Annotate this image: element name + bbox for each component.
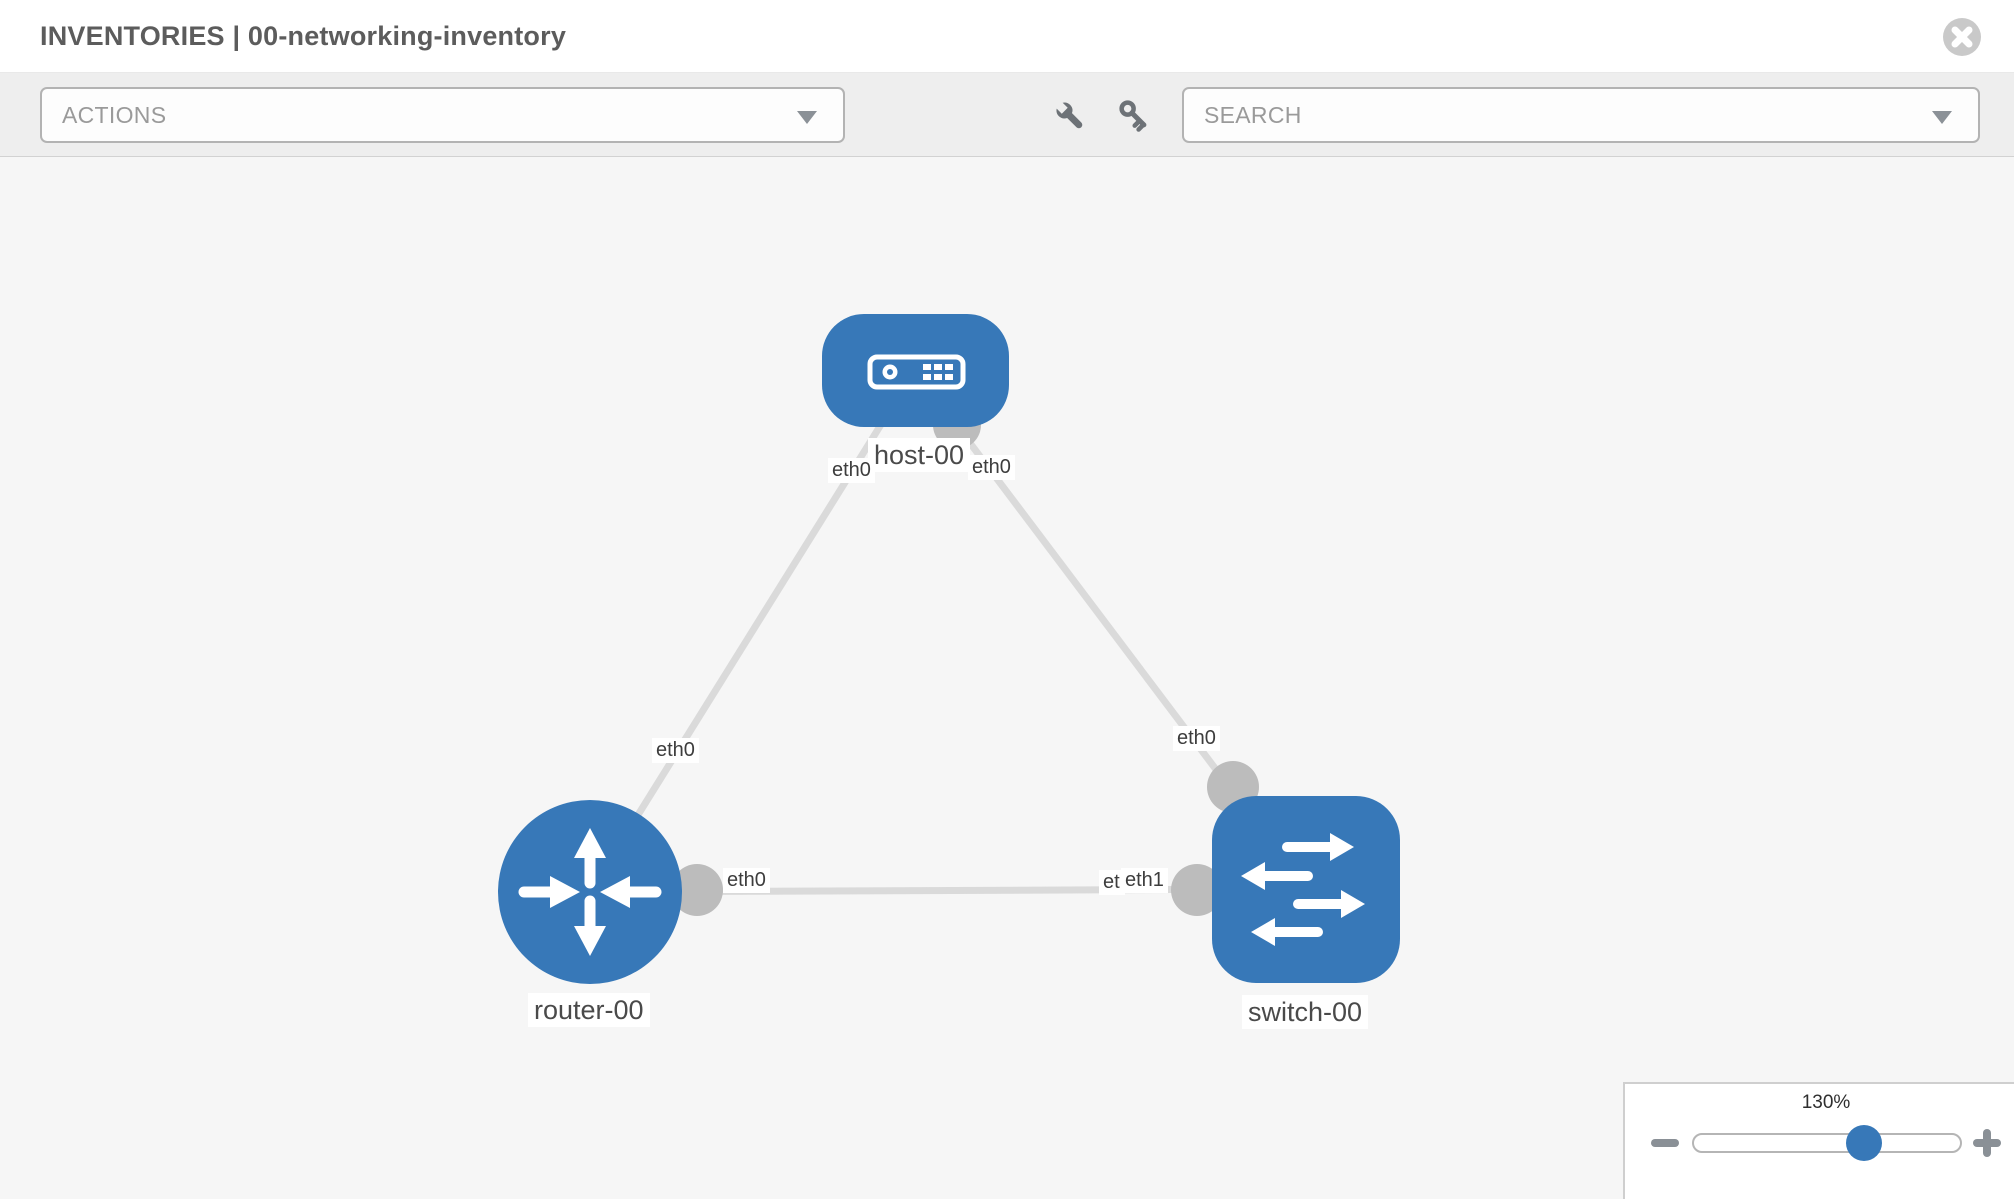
interface-switch-eth1[interactable] xyxy=(1171,864,1223,916)
node-label-switch-00: switch-00 xyxy=(1242,995,1369,1029)
configure-button[interactable] xyxy=(1047,93,1091,137)
page-title: INVENTORIES | 00-networking-inventory xyxy=(40,21,567,51)
close-icon xyxy=(1943,18,1981,56)
wrench-icon xyxy=(1056,102,1083,129)
zoom-control-panel: 130% xyxy=(1623,1082,2014,1199)
title-bar: INVENTORIES | 00-networking-inventory xyxy=(0,0,2014,73)
port-label-router-eth0-to-host: eth0 xyxy=(652,738,699,763)
caret-down-icon xyxy=(1932,111,1952,124)
credentials-button[interactable] xyxy=(1112,93,1156,137)
port-label-host-eth0-to-router: eth0 xyxy=(828,458,875,483)
topology-canvas[interactable]: host-00 router-00 switch-00 eth0 eth0 et… xyxy=(0,157,2014,1199)
node-switch-00[interactable] xyxy=(1212,796,1400,983)
close-button[interactable] xyxy=(1942,17,1982,57)
link-host-router[interactable] xyxy=(587,368,918,894)
port-label-host-eth0-to-switch: eth0 xyxy=(968,455,1015,480)
port-label-switch-eth1-to-router: eth1 xyxy=(1121,868,1168,893)
host-icon xyxy=(867,354,966,390)
port-label-router-eth0-to-switch: eth0 xyxy=(723,868,770,893)
key-icon xyxy=(1119,100,1147,132)
zoom-slider-handle[interactable] xyxy=(1846,1125,1882,1161)
port-label-switch-overlapped: eth0 xyxy=(1099,870,1125,895)
topology-graph xyxy=(498,314,1400,984)
switch-icon xyxy=(1241,833,1365,946)
port-label-switch-eth0-to-host: eth0 xyxy=(1173,726,1220,751)
zoom-in-button plus-icon[interactable] xyxy=(1973,1129,2001,1157)
caret-down-icon xyxy=(797,111,817,124)
node-label-router-00: router-00 xyxy=(528,993,650,1027)
router-icon xyxy=(518,828,662,956)
search-placeholder: SEARCH xyxy=(1204,102,1302,128)
zoom-level-value: 130% xyxy=(1801,1092,1851,1113)
actions-dropdown-label: ACTIONS xyxy=(62,102,167,128)
zoom-out-button minus-icon[interactable] xyxy=(1651,1139,1679,1147)
node-host-00[interactable] xyxy=(822,314,1009,427)
search-dropdown[interactable]: SEARCH xyxy=(1182,87,1980,143)
node-router-00[interactable] xyxy=(498,800,682,984)
actions-dropdown[interactable]: ACTIONS xyxy=(40,87,845,143)
zoom-slider-track[interactable] xyxy=(1692,1133,1962,1153)
interface-router-eth0[interactable] xyxy=(671,864,723,916)
toolbar: ACTIONS SEARCH xyxy=(0,73,2014,157)
node-label-host-00: host-00 xyxy=(868,438,971,472)
